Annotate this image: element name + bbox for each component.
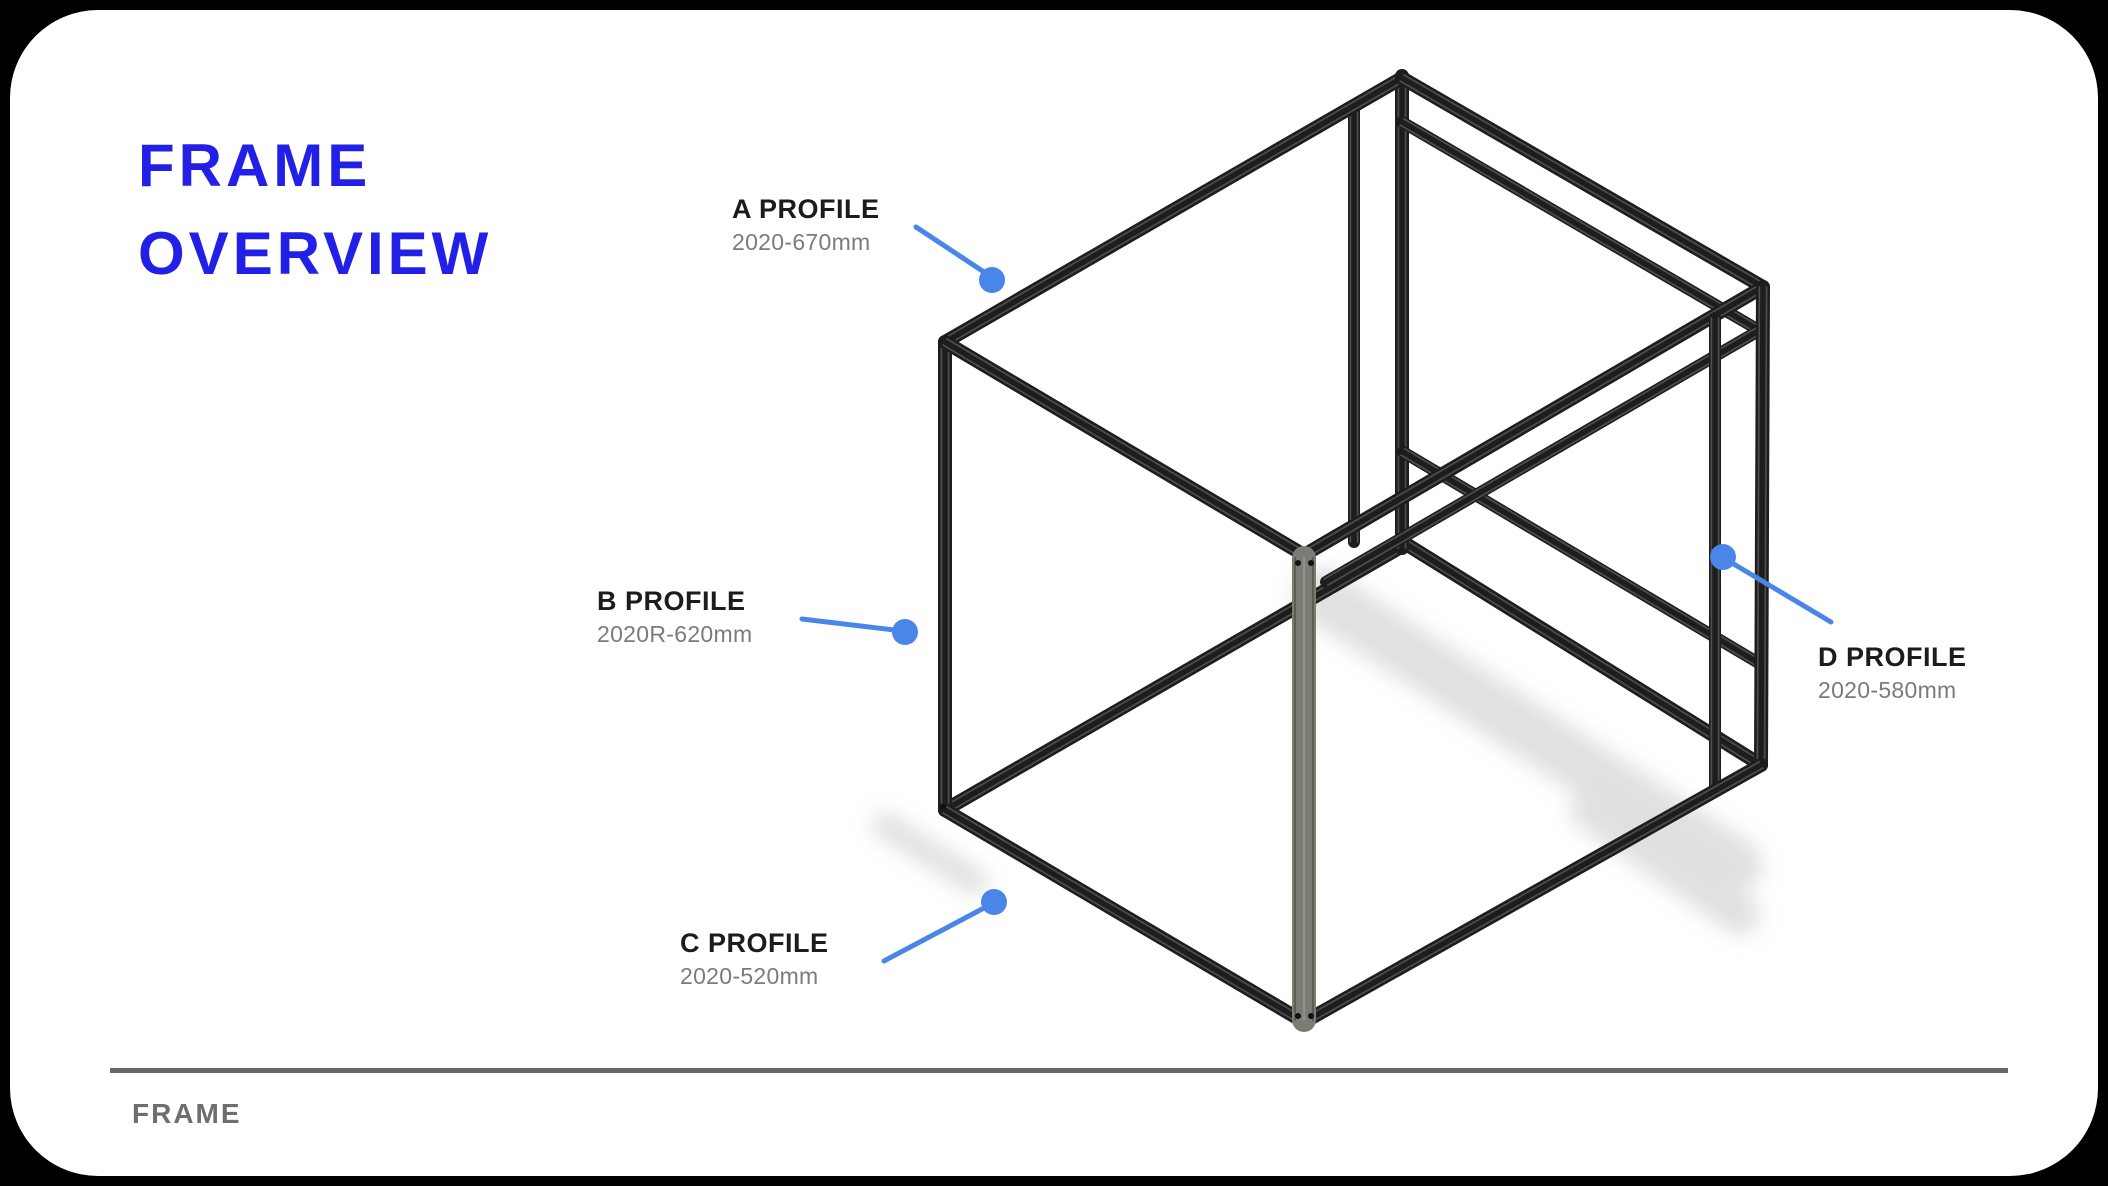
callout-d-dimension: 2020-580mm	[1818, 677, 1957, 703]
callout-c-name: C PROFILE	[680, 928, 829, 958]
page-title-line1: FRAME	[138, 132, 372, 199]
callout-b-dimension: 2020R-620mm	[597, 621, 753, 647]
callout-a-profile: A PROFILE 2020-670mm	[732, 194, 880, 256]
callout-line-c	[881, 889, 1007, 964]
page-title-line2: OVERVIEW	[138, 220, 493, 287]
callout-b-name: B PROFILE	[597, 586, 746, 616]
callout-a-dimension: 2020-670mm	[732, 229, 871, 255]
callout-connectors	[799, 224, 1834, 964]
page-title: FRAME OVERVIEW	[138, 122, 492, 298]
callout-d-name: D PROFILE	[1818, 642, 1967, 672]
callout-c-dimension: 2020-520mm	[680, 963, 819, 989]
footer-divider	[110, 1068, 2008, 1073]
callout-d-profile: D PROFILE 2020-580mm	[1818, 642, 1967, 704]
callout-c-profile: C PROFILE 2020-520mm	[680, 928, 829, 990]
frame-bolt-dots	[940, 560, 1314, 1019]
callout-line-b	[799, 616, 918, 645]
callout-a-name: A PROFILE	[732, 194, 880, 224]
footer-label: FRAME	[132, 1098, 242, 1129]
callout-line-a	[913, 224, 1005, 293]
callout-line-d	[1710, 544, 1834, 625]
callout-b-profile: B PROFILE 2020R-620mm	[597, 586, 752, 648]
frame-isometric-figure	[799, 69, 1834, 1032]
page-card: FRAME OVERVIEW A PROFILE 2020-670mm B PR…	[10, 10, 2098, 1176]
frame-members	[938, 69, 1770, 1032]
